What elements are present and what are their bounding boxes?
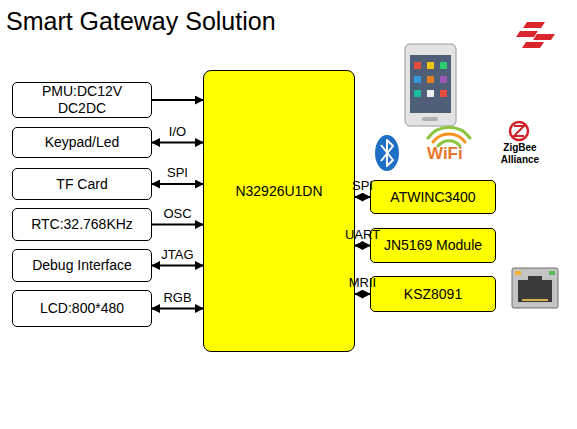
wifi-icon [428,127,470,146]
jack-body [512,268,558,308]
module-box: JN5169 Module [370,228,496,263]
signal-name: MRII [349,276,376,290]
node-text: LCD:800*480 [40,300,124,317]
logo-shape [523,22,545,28]
signal-name: OSC [163,207,191,221]
node-text: PMU:DC12V DC2DC [37,83,127,117]
bus-connector [355,293,370,295]
processor-box: N32926U1DN [203,70,355,352]
app-icon [414,62,421,69]
bluetooth-rune [381,140,393,166]
wifi-wordmark: WiFi [427,145,463,163]
signal-name: SPI [352,179,373,193]
bus-connector [152,224,203,226]
node-text: JN5169 Module [384,237,482,254]
bus-connector [152,183,203,185]
app-icon [427,90,434,97]
peripheral-box: LCD:800*480 [12,290,152,327]
ethernet-jack [512,268,558,308]
signal-name: SPI [167,166,188,180]
bus-connector [152,142,203,144]
app-icon [440,76,447,83]
app-icon [414,90,421,97]
peripheral-box: TF Card [12,168,152,200]
node-text: KSZ8091 [404,286,462,303]
node-text: Keypad/Led [45,134,120,151]
zigbee-glyph [514,126,524,136]
wifi-arc [433,134,465,142]
node-text: RTC:32.768KHz [31,216,133,233]
logo-shape [516,31,538,37]
app-icon [427,76,434,83]
signal-name: I/O [169,125,186,139]
node-text: Debug Interface [32,257,132,274]
peripheral-box: Debug Interface [12,249,152,282]
signal-name: JTAG [161,248,193,262]
logo-shape [533,34,555,40]
bus-connector [152,308,203,310]
node-text: TF Card [56,176,107,193]
phone-body [405,44,456,126]
phone-screen [410,55,451,113]
wifi-arc [428,127,470,138]
app-icon [440,62,447,69]
bus-connector [152,265,203,267]
zigbee-icon [510,122,528,140]
module-box: ATWINC3400 [370,180,496,214]
signal-name: RGB [163,291,191,305]
jack-led [549,271,555,275]
jack-led [515,271,521,275]
zigbee-wordmark: ZigBee Alliance [497,142,543,166]
jack-latch [528,276,542,282]
app-icon [427,62,434,69]
bus-connector [152,99,203,101]
phone-button [422,117,438,121]
jack-opening [518,280,552,302]
bus-connector [355,245,370,247]
diagram-title: Smart Gateway Solution [6,6,276,36]
module-box: KSZ8091 [370,276,496,312]
zigbee-ring [510,122,528,140]
peripheral-box: Keypad/Led [12,127,152,158]
jack-pins [522,299,548,301]
app-icon [414,76,421,83]
signal-name: UART [345,228,380,242]
bluetooth-icon [375,135,399,171]
bluetooth-badge [375,135,399,171]
app-icon [440,90,447,97]
company-logo [516,22,555,48]
node-text: N32926U1DN [235,183,322,200]
node-text: ATWINC3400 [390,189,475,206]
peripheral-box: RTC:32.768KHz [12,208,152,241]
logo-shape [522,42,544,48]
phone-illustration [405,44,456,126]
bus-connector [355,196,370,198]
power-box: PMU:DC12V DC2DC [12,82,152,118]
